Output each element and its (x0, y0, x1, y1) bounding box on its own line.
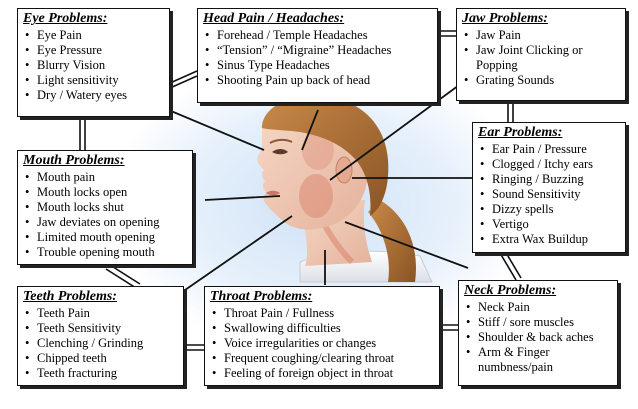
list-item: Stiff / sore muscles (464, 315, 613, 330)
eyebrow-shape (269, 138, 293, 144)
teeth-problems-title: Teeth Problems: (23, 289, 117, 304)
eye-problems-box: Eye Problems: Eye Pain Eye Pressure Blur… (17, 8, 170, 117)
list-item: Eye Pressure (23, 43, 165, 58)
jaw-problems-title: Jaw Problems: (462, 11, 548, 26)
mouth-problems-title: Mouth Problems: (23, 153, 125, 168)
list-item: Ear Pain / Pressure (478, 142, 621, 157)
neck-problems-list: Neck Pain Stiff / sore muscles Shoulder … (464, 300, 613, 375)
list-item: Extra Wax Buildup (478, 232, 621, 247)
ear-problems-box: Ear Problems: Ear Pain / Pressure Clogge… (472, 122, 626, 253)
ear-problems-title: Ear Problems: (478, 125, 563, 140)
jaw-muscle-shape (299, 174, 333, 218)
list-item: Grating Sounds (462, 73, 621, 88)
head-pain-box: Head Pain / Headaches: Forehead / Temple… (197, 8, 438, 103)
teeth-problems-list: Teeth Pain Teeth Sensitivity Clenching /… (23, 306, 179, 381)
list-item: Teeth fracturing (23, 366, 179, 381)
ponytail-shape (368, 200, 416, 282)
list-item: “Tension” / “Migraine” Headaches (203, 43, 433, 58)
list-item: Limited mouth opening (23, 230, 188, 245)
list-item: Light sensitivity (23, 73, 165, 88)
mouth-problems-box: Mouth Problems: Mouth pain Mouth locks o… (17, 150, 193, 265)
list-item: Swallowing difficulties (210, 321, 435, 336)
mouth-problems-list: Mouth pain Mouth locks open Mouth locks … (23, 170, 188, 260)
list-item: Arm & Finger numbness/pain (464, 345, 613, 375)
list-item: Jaw Pain (462, 28, 621, 43)
list-item: Neck Pain (464, 300, 613, 315)
list-item: Mouth pain (23, 170, 188, 185)
list-item: Chipped teeth (23, 351, 179, 366)
eye-problems-title: Eye Problems: (23, 11, 108, 26)
list-item: Vertigo (478, 217, 621, 232)
throat-problems-title: Throat Problems: (210, 289, 313, 304)
list-item: Sound Sensitivity (478, 187, 621, 202)
list-item: Sinus Type Headaches (203, 58, 433, 73)
throat-problems-list: Throat Pain / Fullness Swallowing diffic… (210, 306, 435, 381)
ear-problems-list: Ear Pain / Pressure Clogged / Itchy ears… (478, 142, 621, 247)
list-item: Teeth Sensitivity (23, 321, 179, 336)
head-pain-title: Head Pain / Headaches: (203, 11, 345, 26)
jaw-problems-list: Jaw Pain Jaw Joint Clicking or Popping G… (462, 28, 621, 88)
teeth-problems-box: Teeth Problems: Teeth Pain Teeth Sensiti… (17, 286, 184, 386)
list-item: Dizzy spells (478, 202, 621, 217)
eye-problems-list: Eye Pain Eye Pressure Blurry Vision Ligh… (23, 28, 165, 103)
list-item: Eye Pain (23, 28, 165, 43)
throat-problems-box: Throat Problems: Throat Pain / Fullness … (204, 286, 440, 386)
jaw-problems-box: Jaw Problems: Jaw Pain Jaw Joint Clickin… (456, 8, 626, 101)
list-item: Ringing / Buzzing (478, 172, 621, 187)
neck-problems-title: Neck Problems: (464, 283, 557, 298)
list-item: Feeling of foreign object in throat (210, 366, 435, 381)
list-item: Jaw Joint Clicking or Popping (462, 43, 621, 73)
list-item: Blurry Vision (23, 58, 165, 73)
temple-muscle-shape (302, 130, 334, 170)
list-item: Shooting Pain up back of head (203, 73, 433, 88)
eye-shape (272, 149, 288, 155)
list-item: Mouth locks open (23, 185, 188, 200)
hair-shape (262, 95, 389, 216)
head-pain-list: Forehead / Temple Headaches “Tension” / … (203, 28, 433, 88)
list-item: Dry / Watery eyes (23, 88, 165, 103)
lips-shape (266, 190, 280, 196)
list-item: Clogged / Itchy ears (478, 157, 621, 172)
neck-problems-box: Neck Problems: Neck Pain Stiff / sore mu… (458, 280, 618, 386)
list-item: Teeth Pain (23, 306, 179, 321)
list-item: Shoulder & back aches (464, 330, 613, 345)
list-item: Forehead / Temple Headaches (203, 28, 433, 43)
list-item: Clenching / Grinding (23, 336, 179, 351)
list-item: Trouble opening mouth (23, 245, 188, 260)
list-item: Mouth locks shut (23, 200, 188, 215)
list-item: Jaw deviates on opening (23, 215, 188, 230)
list-item: Throat Pain / Fullness (210, 306, 435, 321)
list-item: Frequent coughing/clearing throat (210, 351, 435, 366)
list-item: Voice irregularities or changes (210, 336, 435, 351)
